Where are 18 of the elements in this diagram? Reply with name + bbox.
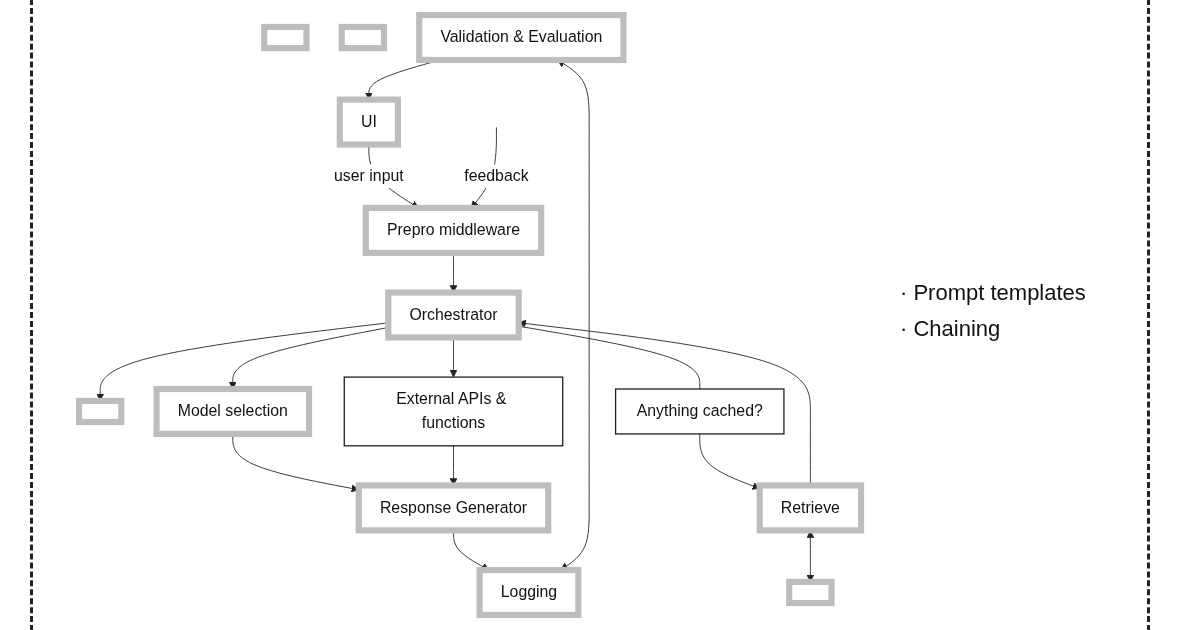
node-box: [75, 397, 125, 426]
node-box: Response Generator: [355, 482, 552, 534]
node-box: [261, 23, 310, 52]
edge-label: user input: [334, 167, 404, 185]
node-box: Validation & Evaluation: [416, 11, 627, 64]
node-box: External APIs & functions: [343, 376, 564, 447]
node-box: [338, 23, 388, 52]
node-box: [786, 578, 835, 607]
edge-label: feedback: [464, 167, 529, 185]
node-box: Model selection: [153, 385, 313, 437]
note-text: · Prompt templates: [900, 280, 1086, 306]
node-box: Retrieve: [756, 482, 865, 534]
node-box: Prepro middleware: [362, 204, 545, 256]
node-box: Logging: [476, 566, 582, 619]
node-box: Anything cached?: [614, 388, 785, 435]
node-box: Orchestrator: [385, 289, 522, 341]
note-text: · Chaining: [900, 316, 1001, 342]
node-box: UI: [336, 96, 401, 148]
